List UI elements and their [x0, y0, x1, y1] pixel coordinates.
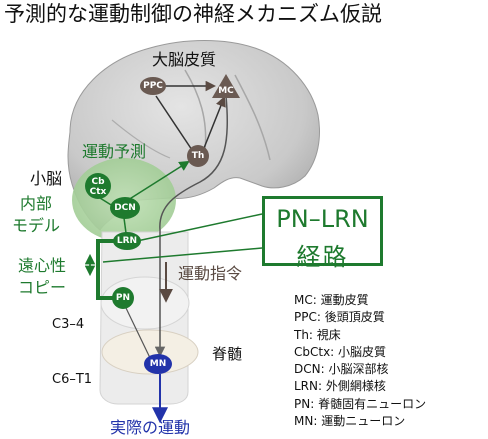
spinal-segment-c6-t1	[101, 329, 199, 375]
th-node-label: Th	[191, 151, 205, 161]
dcn-node-label: DCN	[114, 203, 136, 213]
actual-movement-label: 実際の運動	[110, 418, 191, 437]
efference-copy-pathway	[96, 239, 117, 300]
motor-prediction-label: 運動予測	[82, 142, 147, 161]
ppc-node	[140, 77, 166, 95]
pn-to-mn-line	[125, 307, 153, 363]
efference-copy-label-2: コピー	[18, 278, 67, 297]
legend-item: MC: 運動皮質	[294, 293, 369, 307]
ppc-to-th-line	[155, 95, 193, 151]
pn-node-label: PN	[115, 293, 131, 303]
internal-model-label-2: モデル	[12, 216, 61, 235]
motor-command-label: 運動指令	[178, 264, 243, 283]
efference-copy-label-1: 遠心性	[18, 256, 67, 275]
legend-item: CbCtx: 小脳皮質	[294, 344, 387, 359]
legend-item: LRN: 外側網様核	[294, 379, 386, 394]
abbreviation-legend: MC: 運動皮質 PPC: 後頭頂皮質 Th: 視床 CbCtx: 小脳皮質 D…	[294, 291, 426, 429]
brain-sulcus	[234, 74, 271, 161]
mn-node	[144, 354, 172, 374]
legend-item: DCN: 小脳深部核	[294, 362, 389, 377]
internal-model-label-1: 内部	[20, 194, 53, 213]
mc-node	[212, 74, 240, 98]
legend-item: PN: 脊髄固有ニューロン	[294, 396, 427, 411]
cerebellum-label: 小脳	[30, 169, 63, 188]
lrn-node	[113, 232, 141, 250]
pn-lrn-pathway-box: PN–LRN 経路	[262, 196, 383, 271]
dcn-to-th-line	[127, 160, 190, 201]
cbctx-node-label-2: Ctx	[89, 187, 107, 197]
th-node	[187, 145, 209, 167]
pn-lrn-box-line1: PN–LRN	[276, 205, 369, 233]
mc-node-label: MC	[218, 86, 234, 96]
spinal-cord-label: 脊髄	[212, 345, 243, 363]
pn-node	[112, 287, 134, 309]
brain-sulcus	[111, 119, 171, 159]
brain-sulcus	[184, 69, 207, 151]
th-to-mc-line	[203, 96, 226, 149]
cbctx-node	[85, 173, 111, 199]
legend-item: MN: 運動ニューロン	[294, 414, 406, 429]
box-connector-pn	[102, 247, 263, 263]
level-c3-4-label: C3–4	[52, 317, 85, 332]
ppc-node-label: PPC	[143, 81, 163, 91]
motor-command-pathway	[154, 95, 229, 358]
cerebral-cortex-label: 大脳皮質	[152, 50, 217, 69]
cbctx-node-label-1: Cb	[91, 177, 105, 187]
legend-item: PPC: 後頭頂皮質	[294, 310, 385, 325]
lrn-node-label: LRN	[116, 236, 138, 246]
level-c6-t1-label: C6–T1	[52, 372, 93, 387]
dcn-to-lrn-line	[123, 217, 127, 234]
dcn-node	[110, 197, 140, 219]
legend-item: Th: 視床	[294, 327, 341, 342]
mn-node-label: MN	[149, 359, 167, 369]
page-title: 予測的な運動制御の神経メカニズム仮説	[4, 2, 382, 26]
pn-lrn-box-line2: 経路	[296, 243, 349, 271]
box-connector-lrn	[136, 213, 263, 242]
